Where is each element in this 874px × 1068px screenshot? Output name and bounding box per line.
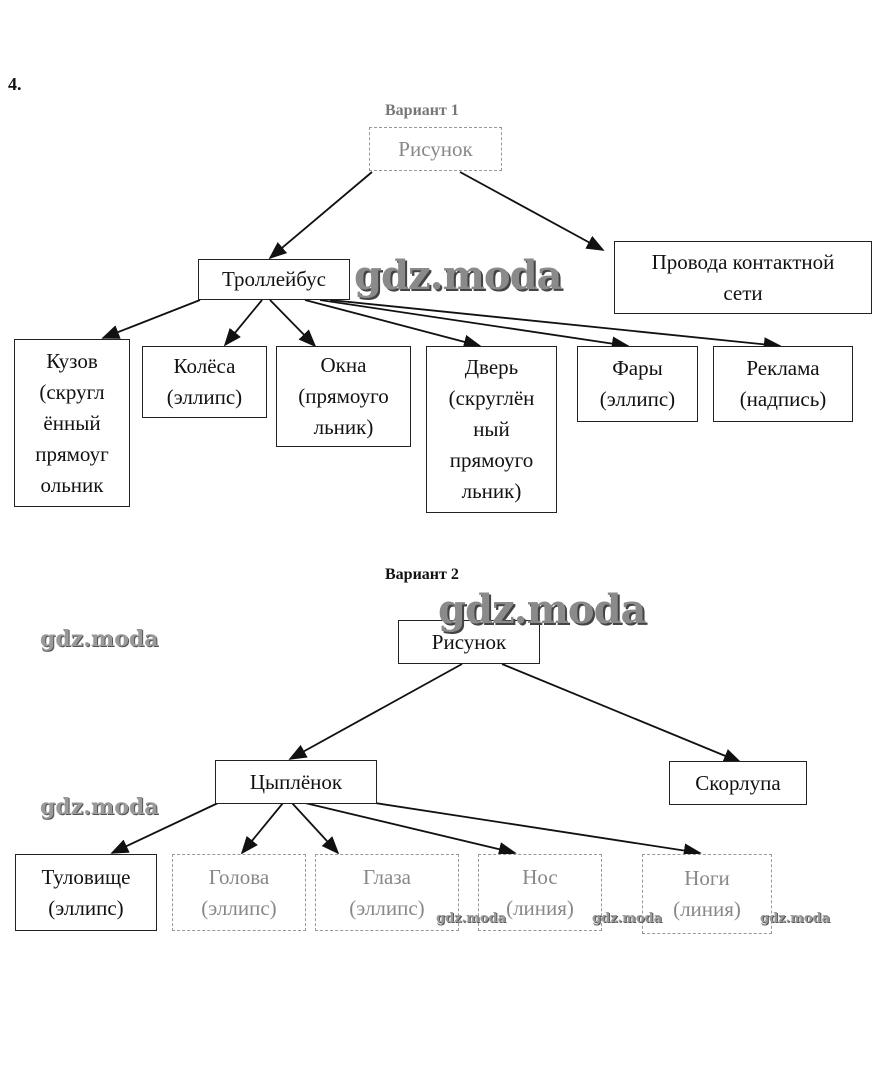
v1-root-node: Рисунок — [369, 127, 502, 171]
watermark: gdz.moda — [436, 911, 507, 926]
v1-door-line: льник) — [461, 479, 522, 503]
v2-head-line: (эллипс) — [201, 895, 277, 920]
v2-legs-line: (линия) — [673, 897, 741, 921]
edge-trolleybus-ads — [329, 299, 782, 352]
edge-chick-head — [240, 802, 284, 855]
v2-legs-line: Ноги — [684, 866, 730, 890]
v1-wheels-line: (эллипс) — [166, 385, 243, 409]
v2-head-line: Голова — [208, 864, 270, 889]
v1-trolleybus-label: Троллейбус — [222, 267, 326, 291]
v2-eyes-line: Глаза — [363, 864, 411, 889]
v2-root-label: Рисунок — [431, 629, 507, 654]
v2-nose-node: Нос (линия) — [478, 854, 602, 931]
v2-chick-node: Цыплёнок — [215, 760, 377, 804]
v1-root-label: Рисунок — [398, 136, 473, 161]
edge-root-trolleybus — [268, 171, 373, 260]
v2-torso-line: (эллипс) — [48, 895, 124, 920]
variant1-title: Вариант 1 — [385, 102, 459, 119]
edge-chick-torso — [110, 802, 219, 854]
edge-trolleybus-windows — [269, 299, 317, 348]
v1-wheels-line: Колёса — [173, 354, 236, 378]
edge-trolleybus-body — [101, 299, 201, 339]
v1-door-node: Дверь (скруглён ный прямоуго льник) — [426, 346, 557, 513]
edge-root2-chick — [288, 663, 463, 760]
v1-body-node: Кузов (скругл ённый прямоуг ольник — [14, 339, 130, 507]
v1-trolleybus-node: Троллейбус — [198, 259, 350, 300]
v1-headlights-line: Фары — [612, 356, 663, 380]
edge-chick-nose — [304, 802, 517, 857]
v1-body-line: Кузов — [46, 348, 98, 373]
edge-root-wires — [459, 171, 605, 251]
v1-headlights-line: (эллипс) — [599, 387, 676, 411]
v2-eyes-line: (эллипс) — [349, 895, 425, 920]
v1-headlights-node: Фары (эллипс) — [577, 346, 698, 422]
watermark: gdz.moda — [438, 586, 646, 633]
v1-body-line: ольник — [40, 472, 104, 497]
v1-windows-node: Окна (прямоуго льник) — [276, 346, 411, 447]
v2-eyes-node: Глаза (эллипс) — [315, 854, 459, 931]
v1-windows-line: (прямоуго — [298, 384, 389, 408]
v2-root-node: Рисунок — [398, 620, 540, 664]
edge-trolleybus-door — [304, 299, 482, 349]
v1-windows-line: Окна — [320, 353, 367, 377]
v1-ads-node: Реклама (надпись) — [713, 346, 853, 422]
v1-windows-line: льник) — [313, 415, 374, 439]
v2-shell-node: Скорлупа — [669, 761, 807, 805]
task-number: 4. — [8, 74, 22, 94]
watermark: gdz.moda — [760, 911, 831, 926]
v1-door-line: ный — [473, 417, 510, 441]
v1-wires-node: Провода контактной сети — [614, 241, 872, 314]
v2-torso-line: Туловище — [41, 864, 131, 889]
v1-wheels-node: Колёса (эллипс) — [142, 346, 267, 418]
v1-body-line: ённый — [43, 410, 101, 435]
v2-chick-label: Цыплёнок — [249, 769, 343, 794]
v2-nose-line: (линия) — [506, 895, 574, 920]
variant2-title: Вариант 2 — [385, 566, 459, 583]
watermark: gdz.moda — [40, 626, 159, 652]
v2-head-node: Голова (эллипс) — [172, 854, 306, 931]
edge-trolleybus-headlights — [319, 299, 630, 351]
edge-chick-eyes — [291, 802, 340, 855]
edge-root2-shell — [501, 663, 742, 763]
v2-torso-node: Туловище (эллипс) — [15, 854, 157, 931]
v1-ads-line: Реклама — [746, 356, 820, 380]
v1-door-line: Дверь — [464, 355, 519, 379]
edge-trolleybus-wheels — [223, 299, 263, 347]
v2-legs-node: Ноги (линия) — [642, 854, 772, 934]
v1-ads-line: (надпись) — [739, 387, 827, 411]
v1-door-line: (скруглён — [448, 386, 535, 410]
watermark: gdz.moda — [354, 252, 562, 299]
v1-wires-line2: сети — [723, 280, 763, 305]
v1-body-line: прямоуг — [35, 441, 109, 466]
v2-nose-line: Нос — [522, 864, 558, 889]
watermark: gdz.moda — [40, 794, 159, 820]
v2-shell-label: Скорлупа — [695, 770, 781, 795]
v1-wires-line1: Провода контактной — [651, 249, 835, 274]
v1-door-line: прямоуго — [449, 448, 534, 472]
v1-body-line: (скругл — [39, 379, 105, 404]
edge-chick-legs — [374, 802, 702, 858]
watermark: gdz.moda — [592, 911, 663, 926]
